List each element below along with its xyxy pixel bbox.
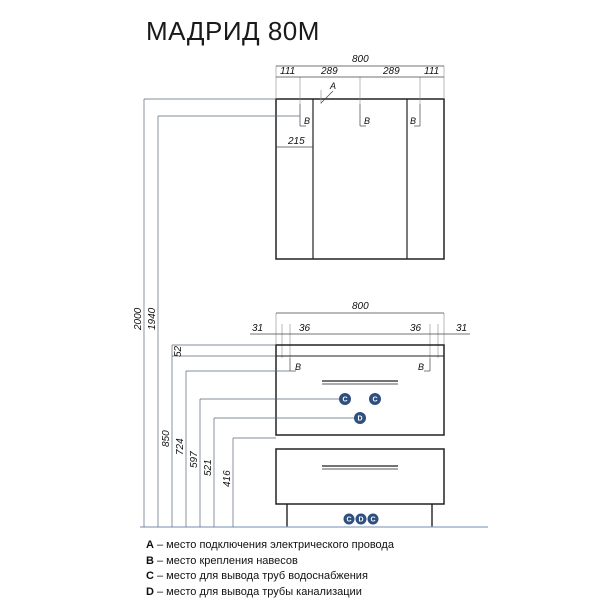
dim-height-724: 724 [175, 438, 186, 455]
marker-a-label: A [329, 81, 336, 91]
floor-outlet-c-left: C [343, 513, 355, 525]
legend-text-b: – место крепления навесов [153, 554, 298, 567]
dim-height-850: 850 [161, 430, 172, 447]
water-outlet-c-left: C [339, 393, 351, 405]
marker-b-left: B [304, 116, 310, 126]
dim-cabinet-800: 800 [352, 54, 369, 65]
cabinet-hinge-markers [299, 104, 421, 127]
dim-vanity-36-right: 36 [410, 323, 422, 334]
legend-text-c: – место для вывода труб водоснабжения [153, 570, 368, 582]
dim-cabinet-111-right: 111 [424, 66, 439, 77]
dim-height-2000: 2000 [133, 307, 144, 331]
cabinet-width-dimension: 800 [276, 54, 444, 67]
dim-cabinet-215: 215 [287, 136, 305, 147]
dim-height-416: 416 [222, 470, 233, 487]
floor-outlet-d: D [355, 513, 367, 525]
marker-b-right: B [410, 116, 416, 126]
floor-outlet-c-right: C [367, 513, 379, 525]
dim-height-597: 597 [189, 451, 200, 468]
marker-a: A [320, 81, 336, 104]
vanity-segments-dimension: 31 36 36 31 [250, 323, 470, 335]
legend-item-c: C – место для вывода труб водоснабжения [146, 569, 394, 585]
marker-c-left-label: C [343, 397, 348, 404]
cabinet-segments-dimension: 111 289 289 111 [276, 66, 444, 78]
legend-text-a: – место подключения электрического прово… [153, 539, 394, 551]
legend-item-d: D – место для вывода трубы канализации [146, 585, 394, 601]
dim-vanity-31-right: 31 [456, 323, 467, 334]
floor-marker-c-left-label: C [347, 517, 352, 524]
legend-key-b: B [146, 554, 154, 567]
legend-text-d: – место для вывода трубы канализации [153, 585, 362, 598]
legend-key-d: D [146, 585, 154, 598]
vanity-width-dimension: 800 [276, 301, 444, 314]
height-dimensions [143, 98, 354, 527]
legend: A – место подключения электрического про… [146, 538, 394, 600]
dim-height-52: 52 [173, 345, 184, 357]
dim-vanity-31-left: 31 [252, 323, 263, 334]
marker-b-vanity-left: B [295, 362, 301, 372]
vanity-upper-drawer [275, 344, 445, 436]
page-title: МАДРИД 80М [146, 16, 320, 46]
dim-cabinet-289-left: 289 [320, 66, 338, 77]
dim-height-1940: 1940 [147, 307, 158, 330]
dim-vanity-36-left: 36 [299, 323, 311, 334]
vanity-extension-lines [275, 313, 445, 358]
cabinet-extension-lines [275, 66, 445, 104]
vanity-hinge-markers [289, 358, 431, 372]
marker-c-right-label: C [373, 397, 378, 404]
water-outlet-c-right: C [369, 393, 381, 405]
legend-key-c: C [146, 570, 154, 582]
dim-vanity-800: 800 [352, 301, 369, 312]
legend-item-b: B – место крепления навесов [146, 554, 394, 570]
vanity-lower-drawer [275, 448, 445, 527]
marker-b-vanity-right: B [418, 362, 424, 372]
cabinet-215-dimension: 215 [276, 136, 313, 148]
floor-marker-d-label: D [359, 517, 364, 524]
legend-item-a: A – место подключения электрического про… [146, 538, 394, 554]
drain-outlet-d: D [354, 412, 366, 424]
dim-cabinet-289-right: 289 [382, 66, 400, 77]
legend-key-a: A [146, 539, 154, 551]
marker-b-center: B [364, 116, 370, 126]
floor-marker-c-right-label: C [371, 517, 376, 524]
marker-d-label: D [358, 416, 363, 423]
dim-height-521: 521 [203, 459, 214, 476]
dim-cabinet-111-left: 111 [280, 66, 295, 77]
